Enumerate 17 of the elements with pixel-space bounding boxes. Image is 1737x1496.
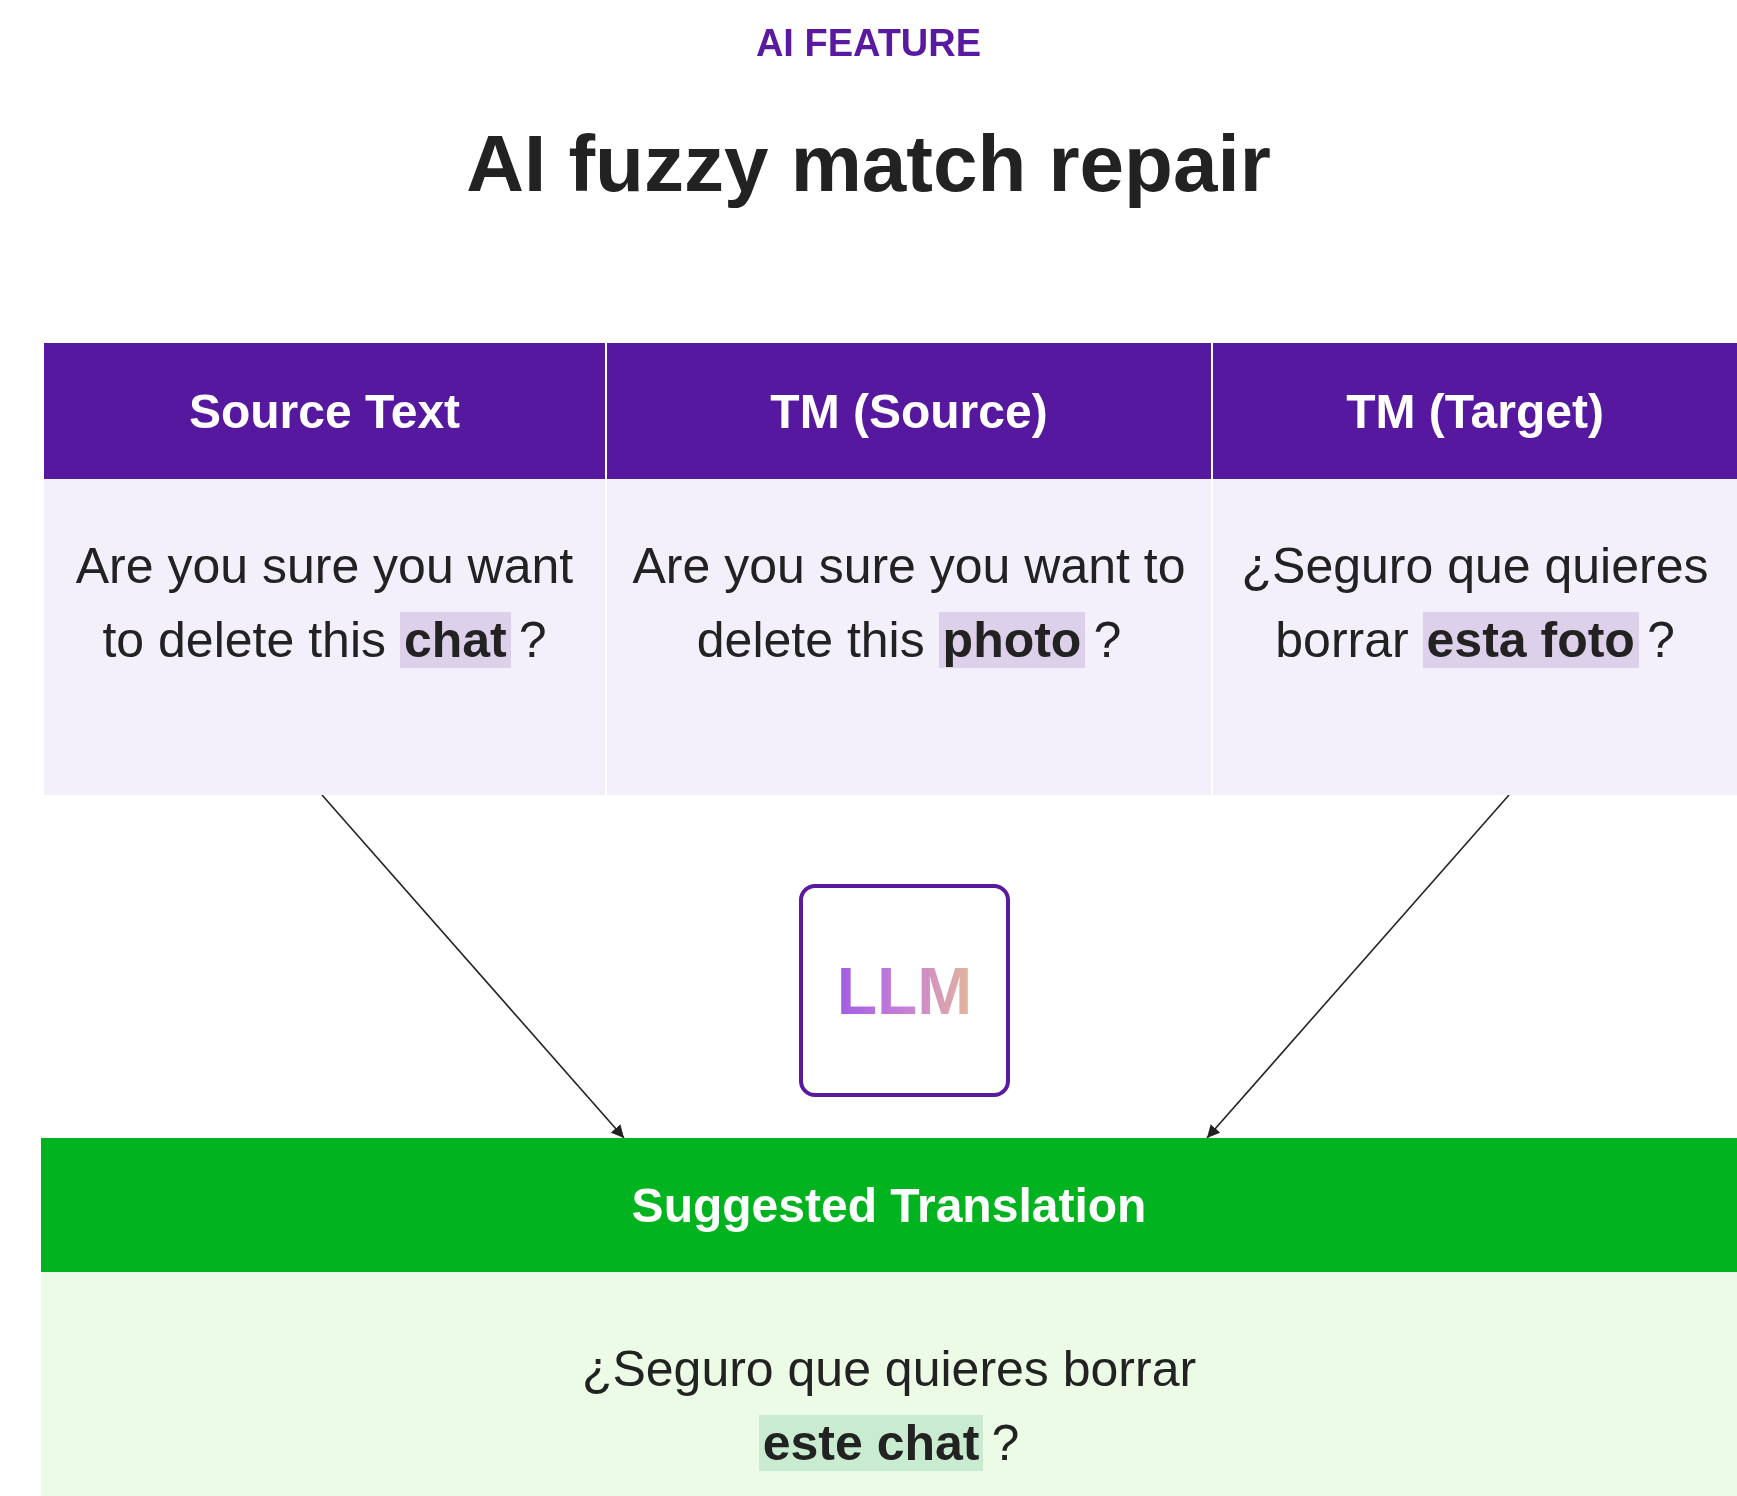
result-panel <box>41 1138 1737 1496</box>
eyebrow-label: AI FEATURE <box>754 22 983 65</box>
column-header: Source Text <box>44 343 605 479</box>
table-column <box>605 343 1211 795</box>
cell-text: ¿Seguro que quieres borrar esta foto? <box>1240 537 1710 670</box>
arrow <box>1206 794 1510 1139</box>
column-header: TM (Source) <box>607 343 1211 479</box>
column-header: TM (Target) <box>1213 343 1737 479</box>
table-column <box>44 343 605 795</box>
title: AI fuzzy match repair <box>465 118 1272 210</box>
cell-text: Are you sure you want to delete this chat? <box>74 537 575 670</box>
model-box: LLM <box>799 884 1010 1097</box>
cell-text: Are you sure you want to delete this photo? <box>631 537 1187 670</box>
cell-text: ¿Seguro que quieres borrar este chat? <box>580 1340 1198 1473</box>
column-header: Suggested Translation <box>41 1138 1737 1272</box>
table-column <box>1211 343 1737 795</box>
arrow <box>321 794 625 1139</box>
